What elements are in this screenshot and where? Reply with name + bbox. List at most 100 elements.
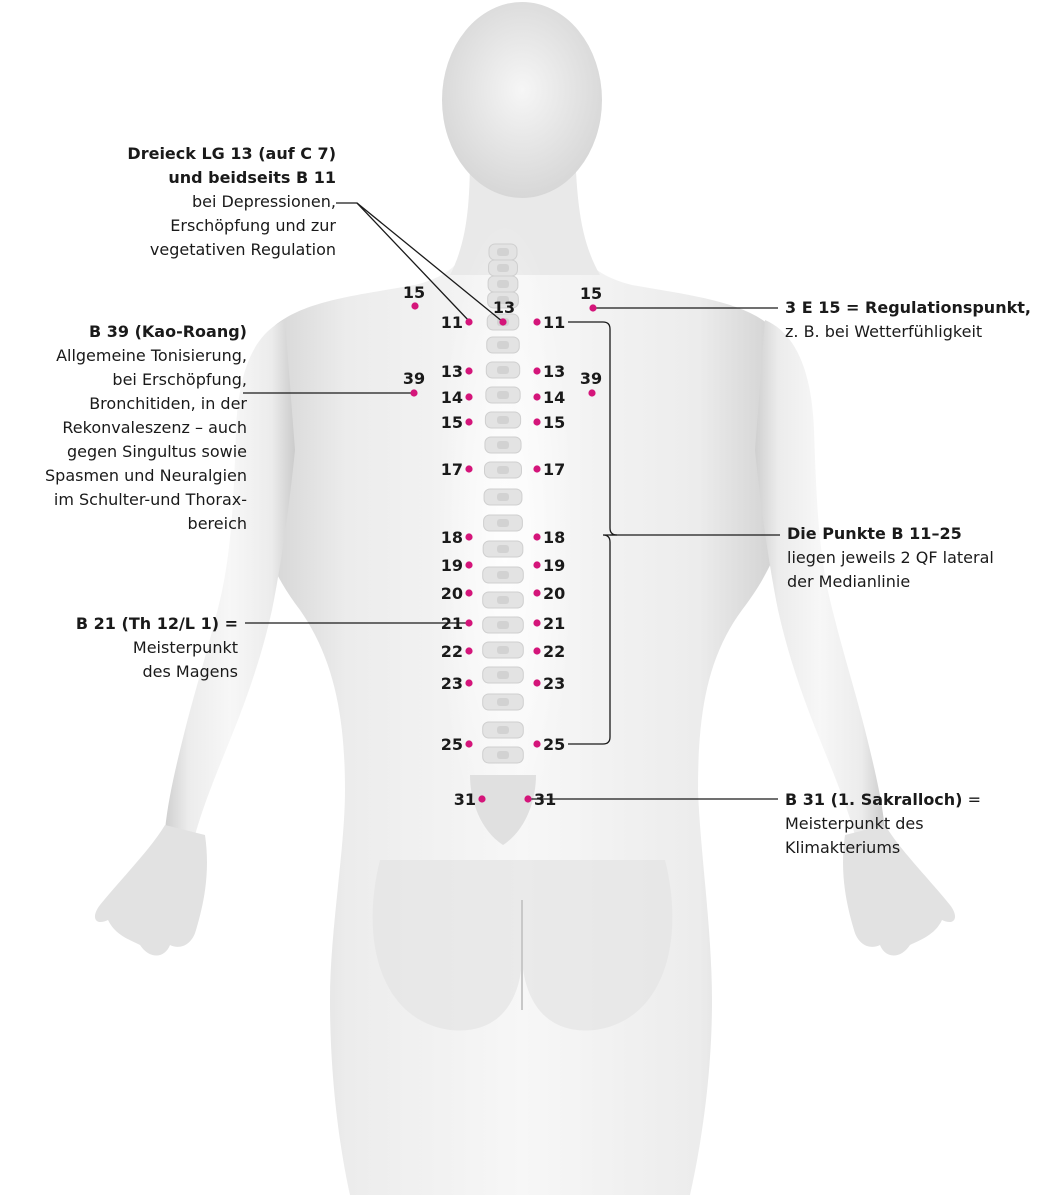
- point-left-18: [465, 533, 472, 540]
- point-label-left-19: 19: [441, 556, 463, 575]
- annotation-b11-25-body-1: liegen jeweils 2 QF lateral: [787, 546, 994, 570]
- annotation-b39-body-6: Spasmen und Neuralgien: [45, 464, 247, 488]
- point-right-22: [533, 647, 540, 654]
- point-label-left-31: 31: [454, 790, 476, 809]
- spinous-process: [497, 671, 509, 679]
- spinous-process: [497, 726, 509, 734]
- spinous-process: [497, 466, 509, 474]
- annotation-b31-title-row: B 31 (1. Sakralloch) =: [785, 788, 981, 812]
- spinous-process: [497, 545, 509, 553]
- point-left-21: [465, 619, 472, 626]
- point-right-11: [533, 318, 540, 325]
- annotation-b21-body-2: des Magens: [76, 660, 238, 684]
- point-label-b39-left: 39: [403, 369, 425, 388]
- point-b39-left: [410, 389, 417, 396]
- annotation-b39-body-3: Bronchitiden, in der: [45, 392, 247, 416]
- spinous-process: [497, 391, 509, 399]
- point-lg13: [499, 318, 506, 325]
- point-label-b39-right: 39: [580, 369, 602, 388]
- point-right-25: [533, 740, 540, 747]
- point-label-right-11: 11: [543, 313, 565, 332]
- annotation-b39-body-5: gegen Singultus sowie: [45, 440, 247, 464]
- spinous-process: [497, 248, 509, 256]
- annotation-b39: B 39 (Kao-Roang) Allgemeine Tonisierung,…: [45, 320, 247, 536]
- annotation-b39-body-2: bei Erschöpfung,: [45, 368, 247, 392]
- point-left-15: [465, 418, 472, 425]
- point-right-23: [533, 679, 540, 686]
- point-label-right-17: 17: [543, 460, 565, 479]
- point-right-20: [533, 589, 540, 596]
- annotation-b39-body-8: bereich: [45, 512, 247, 536]
- point-label-right-23: 23: [543, 674, 565, 693]
- point-label-right-15: 15: [543, 413, 565, 432]
- point-b39-right: [588, 389, 595, 396]
- point-left-25: [465, 740, 472, 747]
- point-left-11: [465, 318, 472, 325]
- point-left-17: [465, 465, 472, 472]
- point-label-left-15: 15: [441, 413, 463, 432]
- spinous-process: [497, 341, 509, 349]
- point-right-13: [533, 367, 540, 374]
- point-label-left-20: 20: [441, 584, 463, 603]
- point-label-right-18: 18: [543, 528, 565, 547]
- point-right-21: [533, 619, 540, 626]
- point-left-31: [478, 795, 485, 802]
- annotation-b21: B 21 (Th 12/L 1) = Meisterpunkt des Mage…: [76, 612, 238, 684]
- spinous-process: [497, 596, 509, 604]
- annotation-dreieck-body-1: bei Depressionen,: [127, 190, 336, 214]
- point-label-left-14: 14: [441, 388, 463, 407]
- point-label-left-17: 17: [441, 460, 463, 479]
- annotation-dreieck-body-3: vegetativen Regulation: [127, 238, 336, 262]
- point-label-left-22: 22: [441, 642, 463, 661]
- head-shape: [442, 2, 602, 198]
- spinous-process: [497, 519, 509, 527]
- point-label-left-13: 13: [441, 362, 463, 381]
- annotation-b31-title: B 31 (1. Sakralloch): [785, 790, 963, 809]
- annotation-b11-25-title: Die Punkte B 11–25: [787, 522, 994, 546]
- point-3e15-left: [411, 302, 418, 309]
- point-right-18: [533, 533, 540, 540]
- spinous-process: [497, 698, 509, 706]
- annotation-b31-body-2: Klimakteriums: [785, 836, 981, 860]
- point-right-15: [533, 418, 540, 425]
- spinous-process: [497, 751, 509, 759]
- annotation-e15: 3 E 15 = Regulationspunkt, z. B. bei Wet…: [785, 296, 1031, 344]
- point-label-right-19: 19: [543, 556, 565, 575]
- spinous-process: [497, 493, 509, 501]
- spinous-process: [497, 621, 509, 629]
- point-label-right-20: 20: [543, 584, 565, 603]
- point-label-left-11: 11: [441, 313, 463, 332]
- left-hand-shape: [95, 825, 207, 956]
- point-label-left-25: 25: [441, 735, 463, 754]
- point-label-lg13: 13: [493, 298, 515, 317]
- annotation-b11-25-body-2: der Medianlinie: [787, 570, 994, 594]
- spinous-process: [497, 264, 509, 272]
- point-right-17: [533, 465, 540, 472]
- annotation-b39-body-4: Rekonvaleszenz – auch: [45, 416, 247, 440]
- point-left-22: [465, 647, 472, 654]
- point-label-right-22: 22: [543, 642, 565, 661]
- point-left-13: [465, 367, 472, 374]
- point-left-20: [465, 589, 472, 596]
- annotation-b31-body-1: Meisterpunkt des: [785, 812, 981, 836]
- spinous-process: [497, 416, 509, 424]
- point-label-left-18: 18: [441, 528, 463, 547]
- point-right-14: [533, 393, 540, 400]
- annotation-b31-title-suffix: =: [963, 790, 982, 809]
- point-label-right-31: 31: [534, 790, 556, 809]
- annotation-dreieck-title-1: Dreieck LG 13 (auf C 7): [127, 142, 336, 166]
- annotation-b39-title: B 39 (Kao-Roang): [45, 320, 247, 344]
- spinous-process: [497, 280, 509, 288]
- point-label-right-13: 13: [543, 362, 565, 381]
- point-right-31: [524, 795, 531, 802]
- point-label-left-21: 21: [441, 614, 463, 633]
- annotation-b21-title: B 21 (Th 12/L 1) =: [76, 612, 238, 636]
- point-left-23: [465, 679, 472, 686]
- spinous-process: [497, 646, 509, 654]
- annotation-dreieck: Dreieck LG 13 (auf C 7) und beidseits B …: [127, 142, 336, 262]
- point-label-3e15-right: 15: [580, 284, 602, 303]
- annotation-dreieck-title-2: und beidseits B 11: [127, 166, 336, 190]
- annotation-e15-body-1: z. B. bei Wetterfühligkeit: [785, 320, 1031, 344]
- annotation-b31: B 31 (1. Sakralloch) = Meisterpunkt des …: [785, 788, 981, 860]
- annotation-b21-body-1: Meisterpunkt: [76, 636, 238, 660]
